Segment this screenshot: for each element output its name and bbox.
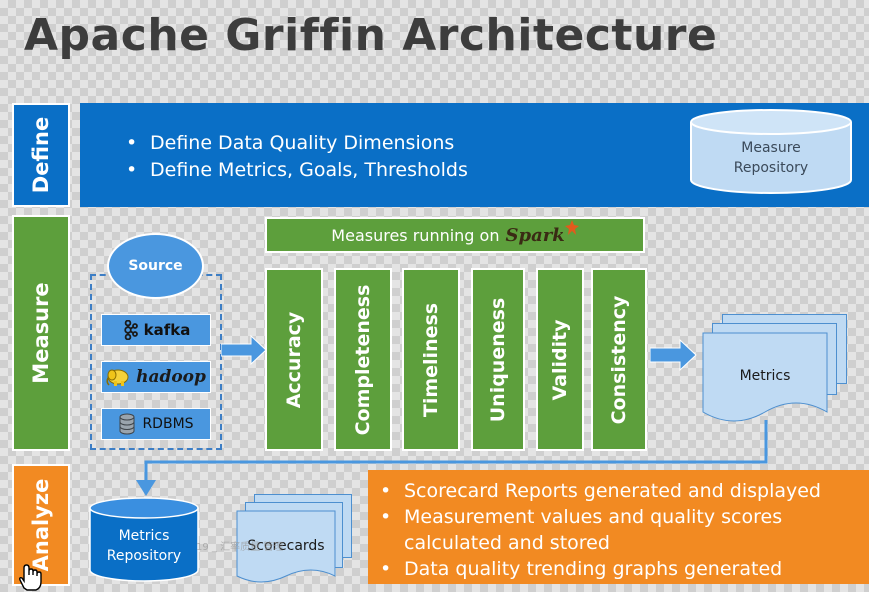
hand-cursor-icon: [19, 564, 42, 591]
dimension-completeness-label: Completeness: [352, 284, 374, 435]
metrics-repository-label-2: Repository: [106, 548, 182, 564]
dimension-accuracy-label: Accuracy: [283, 311, 305, 408]
define-bullet: Define Metrics, Goals, Thresholds: [122, 157, 468, 184]
measure-repository-label-2: Repository: [733, 160, 809, 176]
spark-logo: Spark: [505, 224, 565, 246]
dimension-timeliness: Timeliness: [402, 268, 460, 451]
metrics-repository-label-1: Metrics: [118, 528, 170, 544]
scorecards-label: Scorecards: [247, 538, 325, 554]
dimension-consistency-label: Consistency: [608, 295, 630, 424]
arrow-measures-to-metrics: [650, 339, 697, 371]
source-label: Source: [128, 258, 183, 274]
dimension-uniqueness: Uniqueness: [471, 268, 525, 451]
spark-bar: Measures running on Spark: [265, 217, 645, 253]
measure-repository-cylinder: [690, 109, 852, 194]
phase-measure-label: Measure: [29, 282, 53, 384]
dimension-accuracy: Accuracy: [265, 268, 323, 451]
define-bullets: Define Data Quality Dimensions Define Me…: [122, 130, 468, 184]
source-kafka-label: kafka: [143, 321, 191, 339]
scorecards-document: [236, 510, 336, 583]
database-icon: [119, 413, 135, 435]
dimension-validity: Validity: [536, 268, 584, 451]
kafka-icon: [123, 320, 138, 340]
source-rdbms-label: RDBMS: [142, 416, 194, 432]
analyze-bullets: Scorecard Reports generated and displaye…: [376, 478, 866, 582]
source-rdbms: RDBMS: [101, 408, 211, 440]
dimension-uniqueness-label: Uniqueness: [487, 297, 509, 422]
arrow-source-to-measures: [221, 335, 267, 365]
source-kafka: kafka: [101, 314, 211, 346]
dimension-timeliness-label: Timeliness: [420, 302, 442, 417]
define-bullet: Define Data Quality Dimensions: [122, 130, 468, 157]
watermark-text: 19 _ 汇率质量 管理: [196, 542, 284, 553]
dimension-validity-label: Validity: [549, 318, 571, 401]
phase-analyze: Analyze: [12, 464, 70, 586]
source-hadoop: hadoop: [101, 361, 211, 393]
source-hadoop-label: hadoop: [136, 367, 206, 387]
spark-star-icon: [564, 220, 579, 235]
measure-repository-label-1: Measure: [741, 140, 801, 156]
source-oval: Source: [107, 233, 204, 299]
dimension-consistency: Consistency: [591, 268, 647, 451]
analyze-bullet: Measurement values and quality scores ca…: [376, 504, 866, 556]
phase-measure: Measure: [12, 215, 70, 451]
connector-metrics-to-repository: [136, 420, 768, 496]
diagram-title: Apache Griffin Architecture: [24, 10, 718, 61]
phase-define-label: Define: [29, 116, 53, 194]
dimension-completeness: Completeness: [334, 268, 392, 451]
hadoop-elephant-icon: [106, 369, 129, 386]
spark-bar-text: Measures running on: [331, 225, 500, 245]
phase-analyze-label: Analyze: [29, 478, 53, 572]
metrics-label: Metrics: [739, 368, 791, 384]
analyze-bullet: Scorecard Reports generated and displaye…: [376, 478, 866, 504]
metrics-repository-cylinder: [89, 497, 199, 582]
phase-define: Define: [12, 103, 70, 207]
analyze-bullet: Data quality trending graphs generated: [376, 556, 866, 582]
metrics-document: [702, 332, 828, 422]
